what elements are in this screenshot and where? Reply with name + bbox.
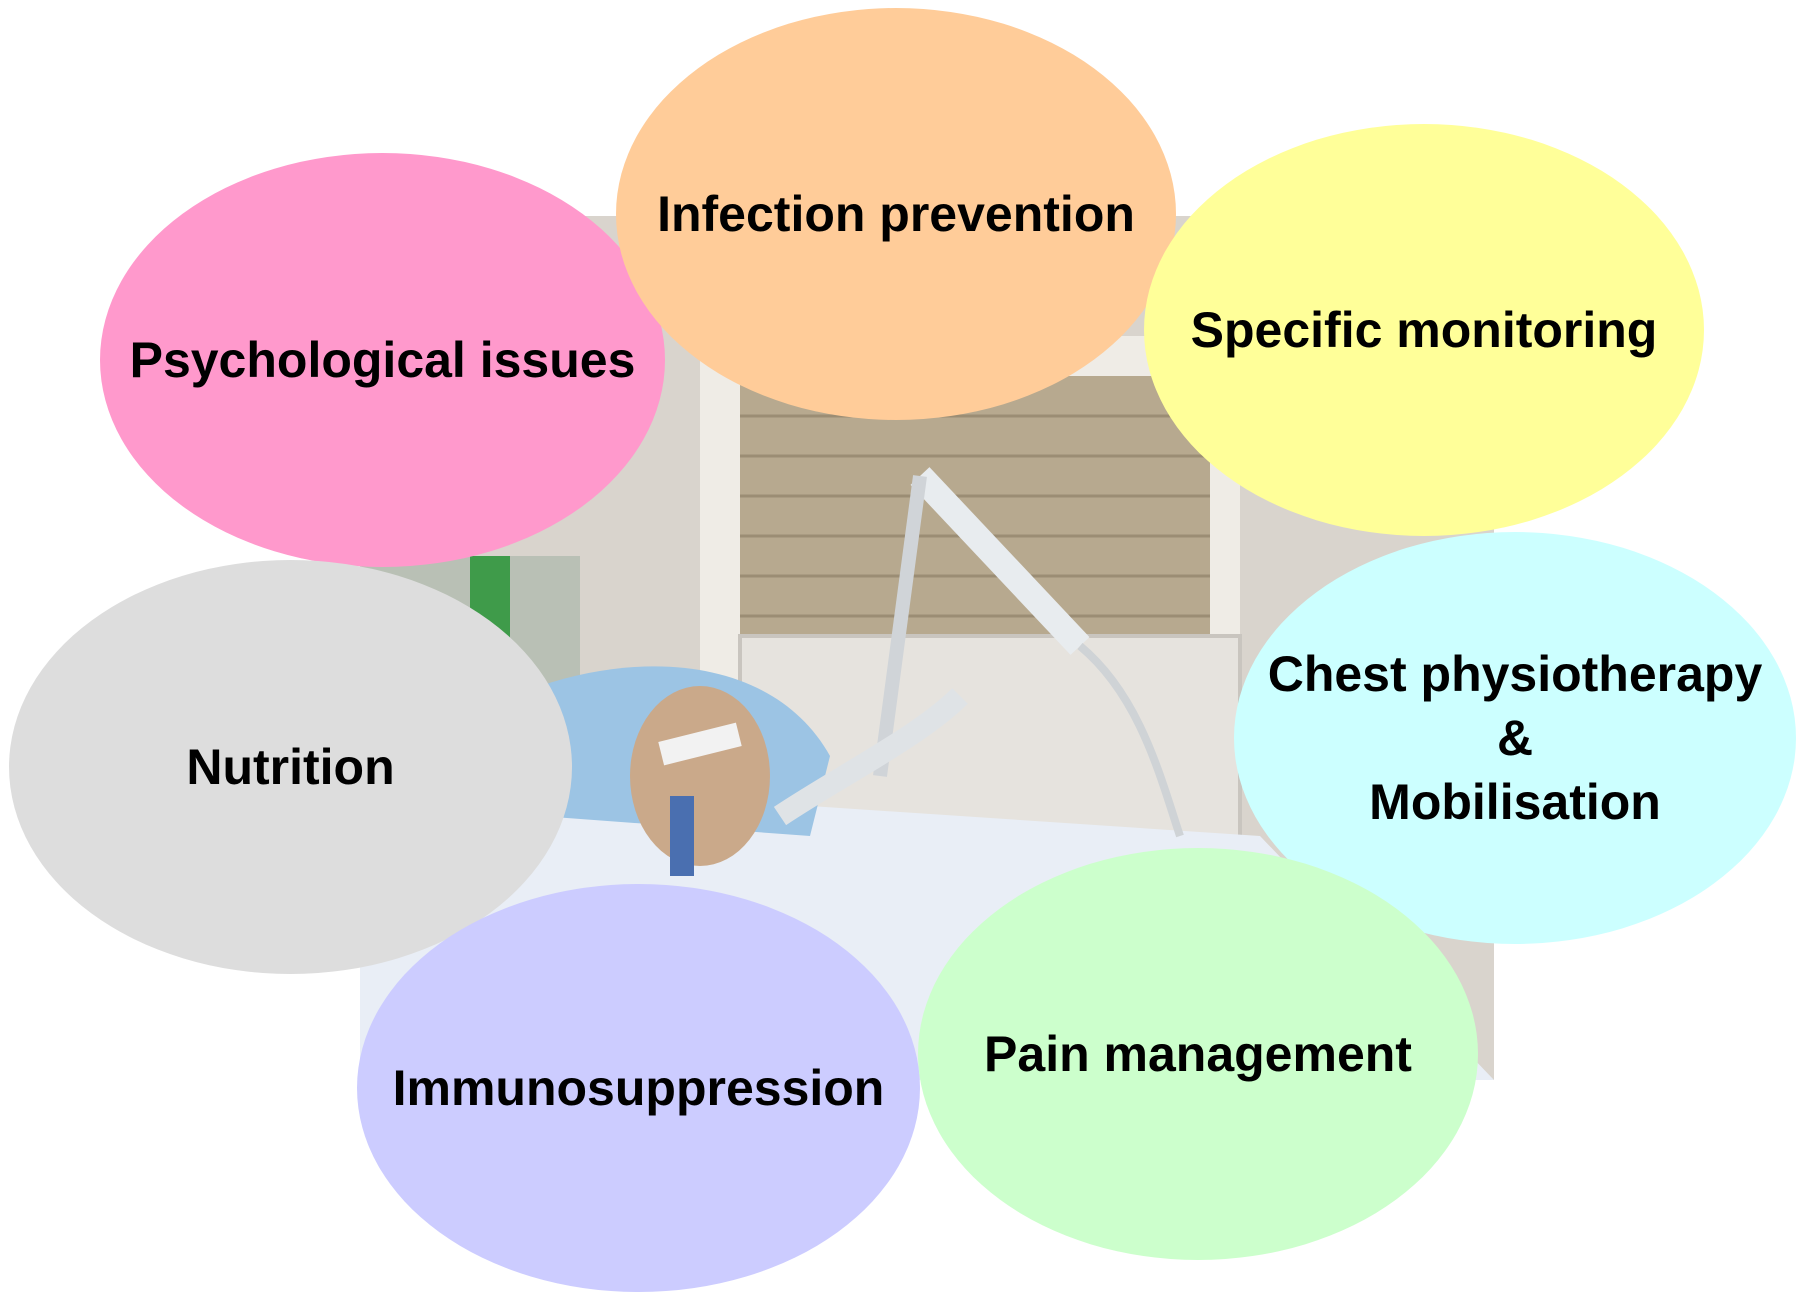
specific-monitoring-bubble: Specific monitoring <box>1144 124 1704 536</box>
pain-management-label: Pain management <box>984 1026 1412 1082</box>
infection-prevention-bubble: Infection prevention <box>616 8 1176 420</box>
chest-physiotherapy-label: Chest physiotherapy & Mobilisation <box>1267 646 1763 830</box>
infection-prevention-label: Infection prevention <box>657 186 1135 242</box>
nutrition-label: Nutrition <box>186 739 395 795</box>
nutrition-bubble: Nutrition <box>9 560 572 974</box>
psychological-issues-label: Psychological issues <box>129 332 636 388</box>
specific-monitoring-label: Specific monitoring <box>1190 302 1658 358</box>
immunosuppression-label: Immunosuppression <box>392 1060 885 1116</box>
pain-management-bubble: Pain management <box>918 848 1478 1260</box>
immunosuppression-bubble: Immunosuppression <box>357 884 920 1292</box>
psychological-issues-bubble: Psychological issues <box>100 153 665 567</box>
